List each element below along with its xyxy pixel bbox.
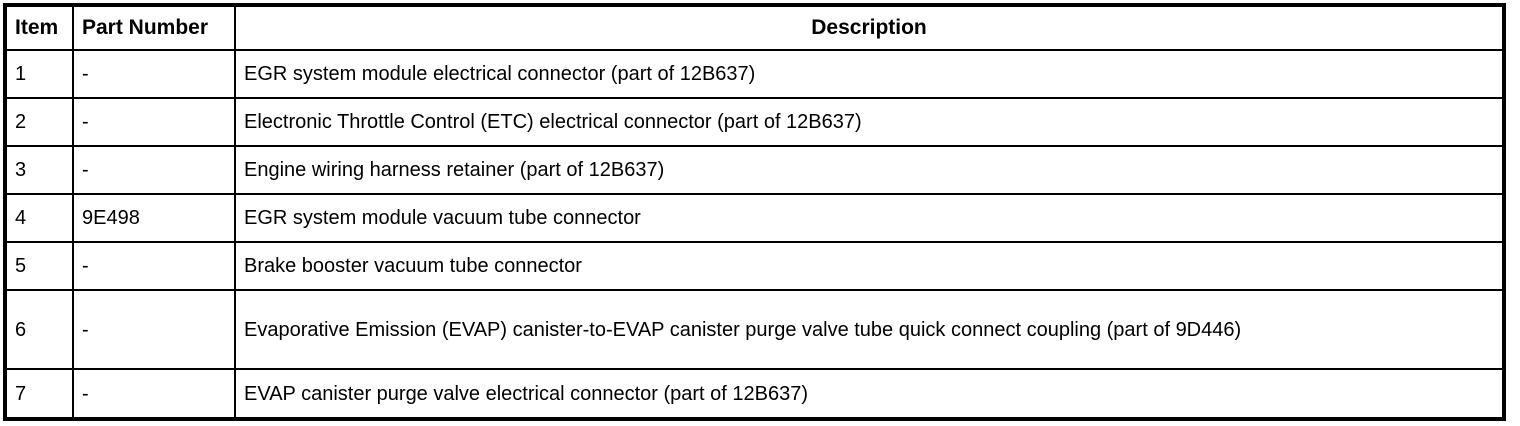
item-number: 7 xyxy=(7,369,74,417)
part-number: - xyxy=(73,146,236,195)
column-header-item: Item xyxy=(7,7,74,51)
item-number: 5 xyxy=(7,242,74,291)
item-number: 1 xyxy=(7,50,74,99)
table-row: 1 - EGR system module electrical connect… xyxy=(7,50,1502,99)
parts-table-container: Item Part Number Description 1 - EGR sys… xyxy=(3,3,1506,421)
part-number: 9E498 xyxy=(73,194,236,243)
description: Evaporative Emission (EVAP) canister-to-… xyxy=(235,290,1502,370)
table-row: 7 - EVAP canister purge valve electrical… xyxy=(7,369,1502,417)
description: Brake booster vacuum tube connector xyxy=(235,242,1502,291)
description: EGR system module electrical connector (… xyxy=(235,50,1502,99)
description: EVAP canister purge valve electrical con… xyxy=(235,369,1502,417)
column-header-part-number: Part Number xyxy=(73,7,236,51)
table-row: 3 - Engine wiring harness retainer (part… xyxy=(7,146,1502,195)
description: EGR system module vacuum tube connector xyxy=(235,194,1502,243)
part-number: - xyxy=(73,242,236,291)
table-row: 4 9E498 EGR system module vacuum tube co… xyxy=(7,194,1502,243)
table-header-row: Item Part Number Description xyxy=(7,7,1502,51)
description: Engine wiring harness retainer (part of … xyxy=(235,146,1502,195)
part-number: - xyxy=(73,50,236,99)
item-number: 6 xyxy=(7,290,74,370)
item-number: 3 xyxy=(7,146,74,195)
part-number: - xyxy=(73,290,236,370)
table-row: 5 - Brake booster vacuum tube connector xyxy=(7,242,1502,291)
table-row: 6 - Evaporative Emission (EVAP) canister… xyxy=(7,290,1502,370)
item-number: 2 xyxy=(7,98,74,147)
description: Electronic Throttle Control (ETC) electr… xyxy=(235,98,1502,147)
part-number: - xyxy=(73,369,236,417)
item-number: 4 xyxy=(7,194,74,243)
parts-table: Item Part Number Description 1 - EGR sys… xyxy=(7,7,1502,417)
column-header-description: Description xyxy=(235,7,1502,51)
table-row: 2 - Electronic Throttle Control (ETC) el… xyxy=(7,98,1502,147)
part-number: - xyxy=(73,98,236,147)
